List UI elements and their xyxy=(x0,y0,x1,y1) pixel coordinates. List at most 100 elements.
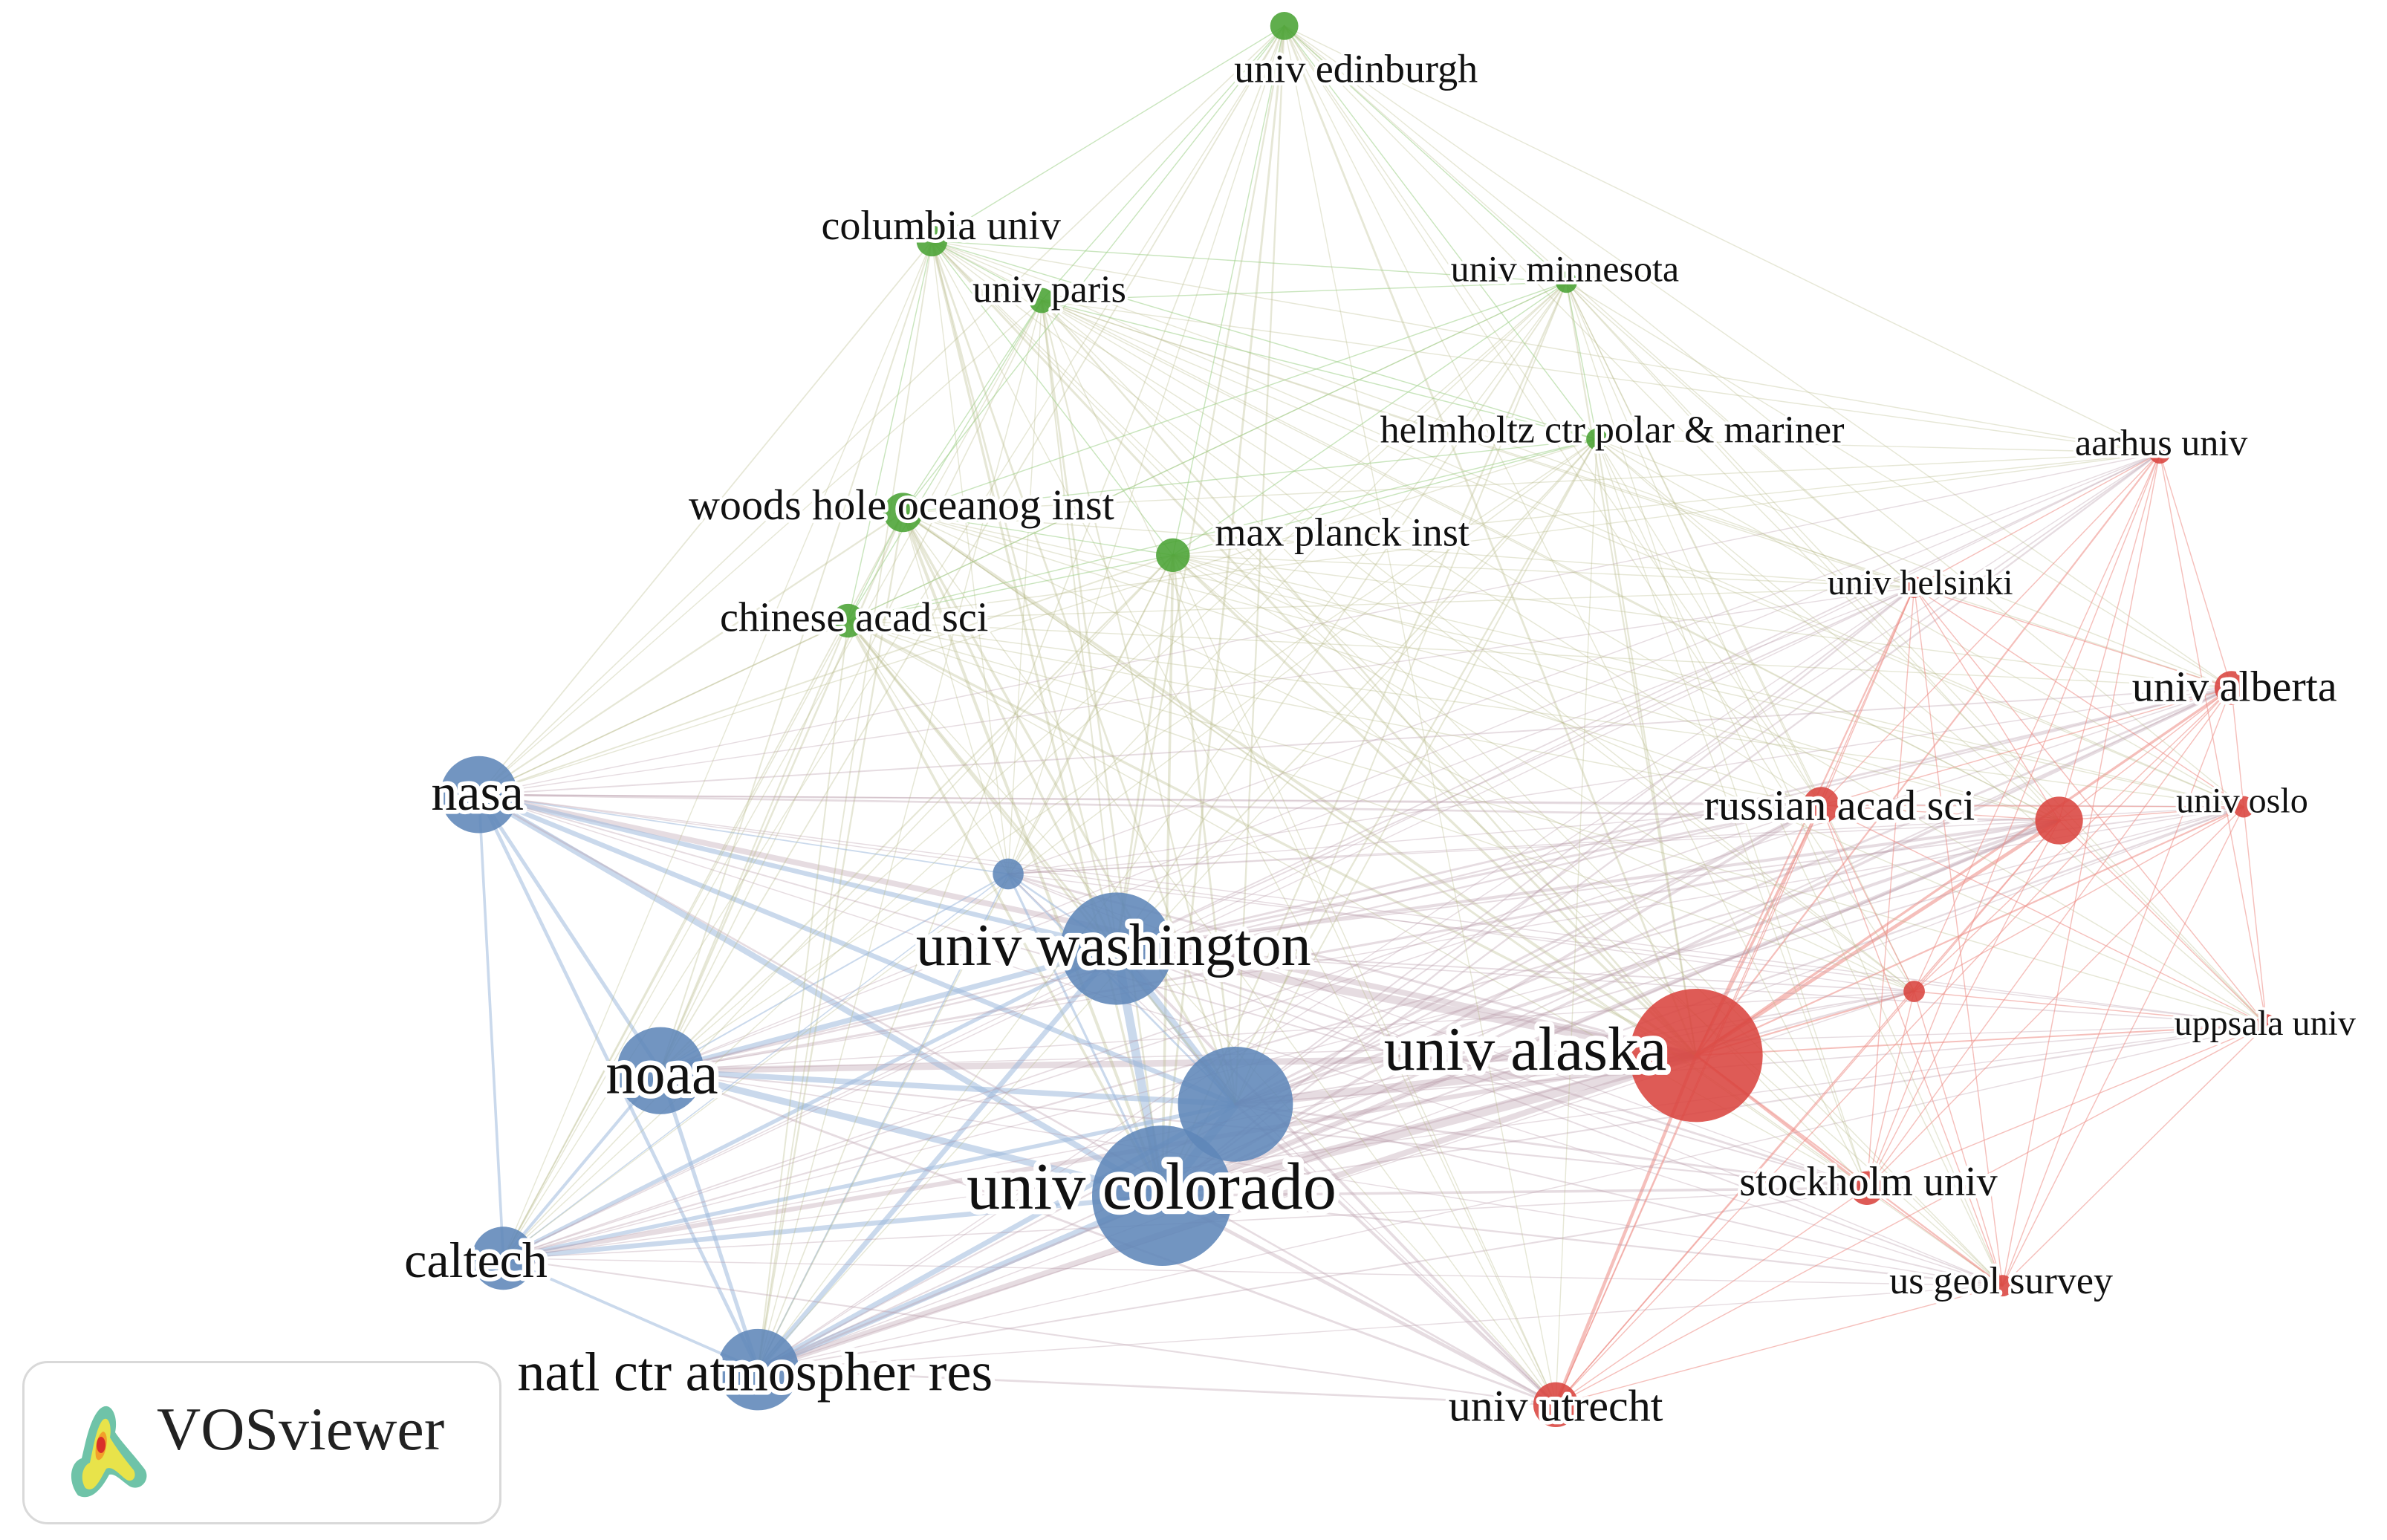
node-caltech[interactable] xyxy=(472,1227,536,1290)
edge-aarhus-univ-red-unlabeled-b xyxy=(1913,452,2160,992)
label-uppsala-univ: uppsala univ xyxy=(2175,1004,2357,1043)
edge-caltech-woods-hole-oceanog-inst xyxy=(502,511,904,1259)
edge-univ-paris-univ-oslo xyxy=(1041,299,2244,808)
edge-univ-minnesota-univ-alberta xyxy=(1565,282,2232,689)
edge-univ-edinburgh-univ-alberta xyxy=(1283,25,2232,689)
edge-univ-alberta-red-unlabeled-a xyxy=(2058,687,2232,822)
node-univ-alberta[interactable] xyxy=(2214,671,2249,705)
edge-univ-paris-uppsala-univ xyxy=(1041,299,2267,1026)
node-univ-colorado[interactable] xyxy=(1092,1125,1233,1266)
edge-univ-alaska-univ-helsinki xyxy=(1695,586,1915,1056)
edge-caltech-us-geol-survey xyxy=(502,1258,2004,1287)
edge-univ-minnesota-stockholm-univ xyxy=(1565,282,1868,1189)
edge-helmholtz-ctr-polar-mariner-max-planck-inst xyxy=(1172,438,1598,556)
edge-univ-colorado-aarhus-univ xyxy=(1161,452,2161,1197)
edge-red-unlabeled-a-univ-oslo xyxy=(2058,806,2244,822)
label-univ-oslo: univ oslo xyxy=(2176,781,2308,820)
node-stockholm-univ[interactable] xyxy=(1850,1171,1884,1206)
edge-univ-paris-helmholtz-ctr-polar-mariner xyxy=(1041,299,1598,440)
edge-columbia-univ-aarhus-univ xyxy=(931,240,2160,454)
edge-max-planck-inst-chinese-acad-sci xyxy=(847,554,1174,622)
edge-blue-unlabeled-big-chinese-acad-sci xyxy=(847,620,1237,1105)
edge-univ-washington-uppsala-univ xyxy=(1116,948,2267,1026)
edge-natl-ctr-atmospher-res-univ-edinburgh xyxy=(757,25,1285,1371)
edge-nasa-univ-alberta xyxy=(478,686,2232,796)
edge-blue-unlabeled-big-woods-hole-oceanog-inst xyxy=(901,511,1237,1106)
edge-uppsala-univ-univ-utrecht xyxy=(1555,1024,2267,1406)
edge-woods-hole-oceanog-inst-red-unlabeled-b xyxy=(902,512,1915,992)
node-univ-helsinki[interactable] xyxy=(1903,576,1925,598)
edge-caltech-columbia-univ xyxy=(502,240,933,1259)
node-univ-minnesota[interactable] xyxy=(1556,271,1577,293)
node-max-planck-inst[interactable] xyxy=(1156,538,1190,573)
edge-blue-unlabeled-big-caltech xyxy=(501,1102,1238,1261)
edge-nasa-chinese-acad-sci xyxy=(478,620,849,796)
edge-univ-paris-univ-alberta xyxy=(1041,299,2232,689)
edge-univ-edinburgh-woods-hole-oceanog-inst xyxy=(902,25,1285,513)
edge-univ-washington-columbia-univ xyxy=(931,240,1118,950)
edge-univ-colorado-stockholm-univ xyxy=(1160,1186,1868,1198)
edge-natl-ctr-atmospher-res-stockholm-univ xyxy=(757,1187,1868,1371)
edge-max-planck-inst-uppsala-univ xyxy=(1172,554,2267,1026)
edge-univ-washington-red-unlabeled-a xyxy=(1114,819,2061,950)
node-us-geol-survey[interactable] xyxy=(1992,1275,2014,1297)
edge-univ-alaska-univ-minnesota xyxy=(1565,281,1698,1056)
edge-blue-unlabeled-big-univ-utrecht xyxy=(1234,1102,1558,1406)
node-univ-washington[interactable] xyxy=(1060,892,1173,1005)
edge-woods-hole-oceanog-inst-russian-acad-sci xyxy=(902,512,1822,806)
edge-univ-alaska-blue-unlabeled-big xyxy=(1231,1050,1701,1109)
edge-helmholtz-ctr-polar-mariner-stockholm-univ xyxy=(1596,438,1868,1189)
edge-natl-ctr-atmospher-res-chinese-acad-sci xyxy=(757,620,849,1371)
node-univ-paris[interactable] xyxy=(1029,287,1055,313)
node-uppsala-univ[interactable] xyxy=(2256,1014,2278,1036)
edge-univ-paris-red-unlabeled-b xyxy=(1041,299,1915,992)
edge-univ-edinburgh-univ-utrecht xyxy=(1283,25,1556,1406)
node-univ-utrecht[interactable] xyxy=(1533,1382,1579,1428)
edge-nasa-univ-paris xyxy=(478,299,1042,796)
node-univ-alaska[interactable] xyxy=(1629,989,1763,1122)
edge-max-planck-inst-red-unlabeled-a xyxy=(1172,554,2060,822)
edge-blue-unlabeled-big-us-geol-survey xyxy=(1234,1103,2004,1287)
edge-noaa-red-unlabeled-a xyxy=(659,819,2061,1072)
edge-russian-acad-sci-univ-oslo xyxy=(1820,805,2244,808)
node-univ-oslo[interactable] xyxy=(2232,796,2255,818)
edge-univ-alaska-univ-washington xyxy=(1112,944,1701,1060)
edge-univ-colorado-univ-alberta xyxy=(1160,686,2233,1198)
vosviewer-logo-icon xyxy=(71,1406,147,1498)
node-blue-unlabeled-big[interactable] xyxy=(1178,1046,1293,1162)
node-columbia-univ[interactable] xyxy=(916,225,948,257)
node-red-unlabeled-a[interactable] xyxy=(2035,796,2083,845)
edge-russian-acad-sci-red-unlabeled-b xyxy=(1820,805,1915,992)
edge-univ-alaska-univ-colorado xyxy=(1157,1050,1701,1201)
edge-red-unlabeled-b-uppsala-univ xyxy=(1913,990,2267,1026)
node-natl-ctr-atmospher-res[interactable] xyxy=(717,1328,799,1411)
edge-univ-colorado-max-planck-inst xyxy=(1160,553,1175,1198)
edge-noaa-columbia-univ xyxy=(659,240,933,1072)
edge-univ-washington-univ-alberta xyxy=(1115,686,2233,950)
edge-max-planck-inst-univ-utrecht xyxy=(1172,554,1556,1406)
node-blue-unlabeled-small[interactable] xyxy=(993,858,1024,890)
edge-noaa-nasa xyxy=(477,793,663,1073)
node-red-unlabeled-b[interactable] xyxy=(1903,981,1925,1002)
node-aarhus-univ[interactable] xyxy=(2149,442,2171,464)
node-chinese-acad-sci[interactable] xyxy=(831,603,866,638)
edge-natl-ctr-atmospher-res-woods-hole-oceanog-inst xyxy=(757,511,904,1371)
node-woods-hole-oceanog-inst[interactable] xyxy=(883,493,923,533)
edge-nasa-univ-utrecht xyxy=(478,793,1557,1406)
edge-nasa-uppsala-univ xyxy=(478,793,2267,1026)
edge-univ-alaska-univ-alberta xyxy=(1695,686,2233,1057)
label-univ-colorado: univ colorado xyxy=(967,1150,1337,1224)
edge-woods-hole-oceanog-inst-aarhus-univ xyxy=(902,452,2160,513)
edge-univ-washington-natl-ctr-atmospher-res xyxy=(755,946,1120,1373)
edge-univ-edinburgh-univ-oslo xyxy=(1283,25,2244,808)
edge-univ-minnesota-russian-acad-sci xyxy=(1565,282,1822,806)
node-nasa[interactable] xyxy=(440,756,518,834)
edge-univ-alaska-helmholtz-ctr-polar-mariner xyxy=(1596,438,1698,1056)
node-helmholtz-ctr-polar-mariner[interactable] xyxy=(1586,428,1608,450)
node-noaa[interactable] xyxy=(617,1027,704,1114)
node-russian-acad-sci[interactable] xyxy=(1802,787,1839,824)
edge-helmholtz-ctr-polar-mariner-univ-oslo xyxy=(1596,438,2244,808)
label-max-planck-inst: max planck inst xyxy=(1215,510,1469,555)
node-univ-edinburgh[interactable] xyxy=(1270,12,1299,40)
label-univ-washington: univ washington xyxy=(916,913,1311,978)
